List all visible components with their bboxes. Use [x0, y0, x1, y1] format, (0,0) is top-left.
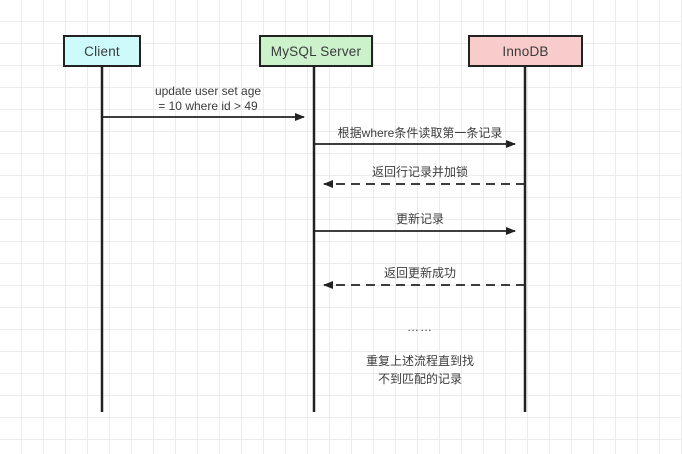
label-msg-update-statement: update user set age = 10 where id > 49: [154, 84, 262, 113]
label-msg-read-first-record: 根据where条件读取第一条记录: [337, 126, 503, 140]
lifelines-group: [100, 67, 527, 412]
actor-box-mysql-server[interactable]: MySQL Server: [259, 35, 373, 67]
note-ellipsis: ……: [407, 320, 433, 334]
note-repeat-process: 重复上述流程直到找 不到匹配的记录: [365, 354, 475, 386]
label-msg-return-row-locked: 返回行记录并加锁: [371, 165, 469, 179]
label-msg-update-record: 更新记录: [395, 212, 445, 226]
label-msg-return-update-success: 返回更新成功: [383, 266, 457, 280]
message-arrows-group: [102, 113, 525, 289]
actor-label-client: Client: [84, 43, 120, 59]
actor-box-client[interactable]: Client: [63, 35, 141, 67]
actor-label-mysql-server: MySQL Server: [270, 43, 362, 59]
actor-label-innodb: InnoDB: [502, 43, 549, 59]
actor-box-innodb[interactable]: InnoDB: [468, 35, 583, 67]
